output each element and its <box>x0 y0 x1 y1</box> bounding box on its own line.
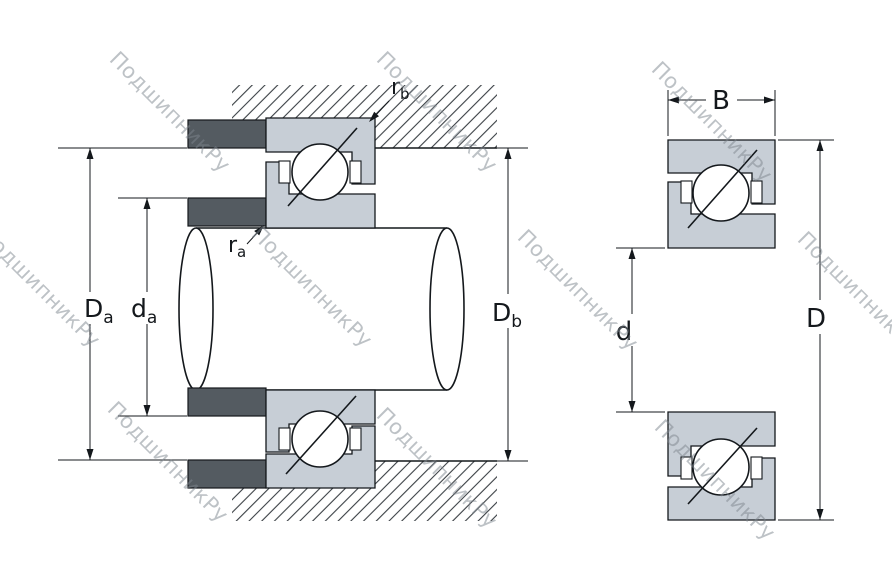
arrowhead-up <box>143 198 151 209</box>
arrowhead-right <box>764 96 775 104</box>
shaft-end-ellipse-left <box>178 227 214 391</box>
cage-right-top <box>750 180 763 204</box>
arrowhead-down <box>143 405 151 416</box>
cage-left-bottom <box>278 427 291 451</box>
right-view-section: B D d <box>610 83 835 521</box>
left-view-mounted-section: Da da Db rb ra <box>58 75 528 521</box>
arrowhead-up <box>504 148 512 159</box>
label-Da-base: D <box>84 294 103 323</box>
label-bg <box>486 294 528 328</box>
label-ra: ra <box>228 233 246 261</box>
label-Da: Da <box>84 294 114 328</box>
label-bg <box>78 292 120 324</box>
leader-arrowhead <box>369 111 379 122</box>
label-Db: Db <box>492 298 522 332</box>
cage-left-top <box>680 180 693 204</box>
arrowhead-down <box>86 449 94 460</box>
label-D: D <box>806 304 826 334</box>
callout-rb: rb <box>369 75 410 122</box>
bearing-section-bottom <box>667 411 776 521</box>
cage-right-top <box>349 160 362 184</box>
label-Db-sub: b <box>511 312 522 332</box>
label-Db-base: D <box>492 298 511 327</box>
dimension-D: D <box>778 139 835 521</box>
dimension-Da: Da <box>58 147 187 461</box>
cage-right-bottom <box>349 427 362 451</box>
label-d: d <box>616 317 633 347</box>
label-ra-sub: a <box>237 243 246 261</box>
bearing-section-bottom <box>265 389 376 489</box>
label-Da-sub: a <box>103 308 113 328</box>
label-ra-base: r <box>228 233 238 258</box>
arrowhead-up <box>628 248 636 259</box>
contact-angle-line-top <box>687 149 758 229</box>
label-da-base: d <box>131 294 147 323</box>
cage-left-bottom <box>680 456 693 480</box>
ball-bottom <box>291 410 349 468</box>
label-bg <box>610 314 640 346</box>
label-rb: rb <box>391 75 410 103</box>
label-da: da <box>131 294 157 328</box>
arrowhead-down <box>504 450 512 461</box>
label-B: B <box>712 86 730 116</box>
label-rb-sub: b <box>400 85 410 103</box>
housing-shoulder-block-top <box>187 119 267 149</box>
label-bg <box>126 292 160 324</box>
shaft <box>178 227 465 391</box>
bearing-section-top <box>667 139 776 249</box>
contact-angle-line-bottom <box>285 395 357 475</box>
arrowhead-left <box>668 96 679 104</box>
arrowhead-down <box>816 509 824 520</box>
label-bg <box>706 83 737 114</box>
dimension-B: B <box>667 83 776 136</box>
housing-hatch-top <box>232 85 497 148</box>
label-rb-base: r <box>391 75 401 100</box>
contact-angle-line-top <box>287 127 358 207</box>
callout-ra: ra <box>228 225 264 261</box>
dimension-Db: Db <box>486 147 528 462</box>
shaft-shoulder-block-bottom <box>187 387 267 417</box>
cage-right-bottom <box>750 456 763 480</box>
housing-hatch-bottom <box>232 461 497 521</box>
shaft-shoulder-block-top <box>187 197 267 227</box>
arrowhead-up <box>86 148 94 159</box>
arrowhead-down <box>628 401 636 412</box>
label-da-sub: a <box>147 308 157 328</box>
contact-angle-line-bottom <box>687 427 758 505</box>
dimension-d: d <box>610 247 665 413</box>
dimension-da: da <box>118 197 187 417</box>
shaft-end-ellipse-right <box>429 227 465 391</box>
cage-left-top <box>278 160 291 184</box>
arrowhead-up <box>816 140 824 151</box>
leader-line <box>246 232 258 245</box>
housing-shoulder-block-bottom <box>187 459 267 489</box>
leader-arrowhead <box>254 225 264 236</box>
label-bg <box>801 300 835 334</box>
bearing-section-top <box>265 117 376 229</box>
